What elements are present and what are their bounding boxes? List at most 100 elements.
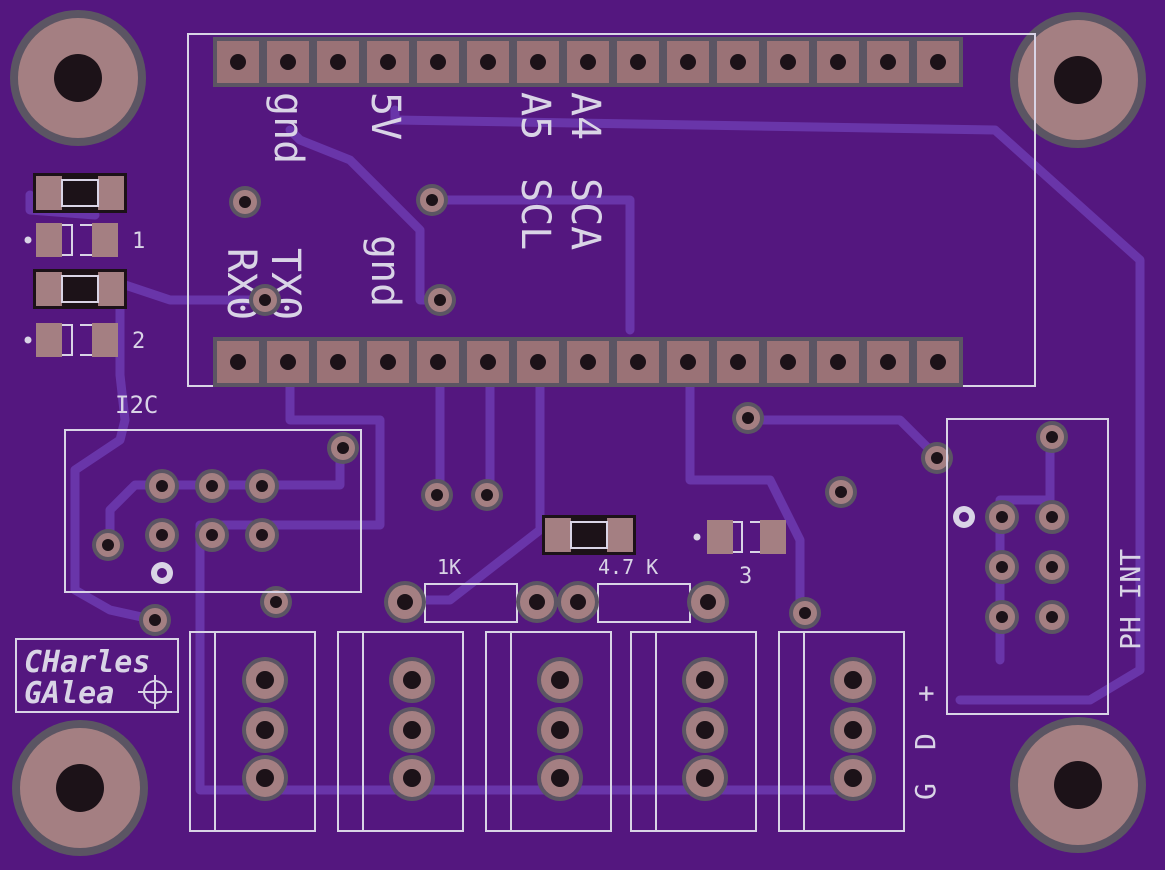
smd-led-3 [693,520,786,554]
header-bottom-pin-1 [217,341,259,383]
header-bottom-pin-15 [917,341,959,383]
label-gnd-mid: gnd [362,235,408,307]
i2c-pin-2 [195,469,229,503]
header-bottom-pin-2 [267,341,309,383]
label-plus: + [909,685,942,702]
header-bottom-row [213,337,963,387]
label-gnd-top: gnd [265,92,311,164]
header-bottom-pin-8 [567,341,609,383]
header-bottom-pin-7 [517,341,559,383]
header-bottom-pin-5 [417,341,459,383]
header-bottom-pin-6 [467,341,509,383]
label-scl: SCL [512,178,558,250]
label-led-3: 3 [739,564,752,589]
via-5 [732,402,764,434]
terminal-block-5 [778,631,905,832]
header-top-pin-5 [417,41,459,83]
header-top-pin-11 [717,41,759,83]
i2c-pin-6 [245,518,279,552]
resistor-pad-2 [516,581,558,623]
header-bottom-pin-14 [867,341,909,383]
ph-pin-4 [1035,550,1069,584]
traces [25,105,1145,795]
terminal-block-2 [337,631,464,832]
terminal-3-pin-2 [537,707,583,753]
header-bottom-pin-11 [717,341,759,383]
header-top-row [213,37,963,87]
terminal-1-pin-1 [242,657,288,703]
header-top-pin-8 [567,41,609,83]
terminal-4-pin-1 [682,657,728,703]
i2c-pin-1 [145,469,179,503]
label-i2c: I2C [115,391,158,419]
label-d: D [909,733,942,750]
ph-int-connector-outline [946,418,1109,715]
via-11 [471,479,503,511]
logo-line-2: GAlea [24,676,114,711]
terminal-3-pin-1 [537,657,583,703]
label-a4: A4 [562,92,608,140]
resistor-pad-1 [384,581,426,623]
header-bottom-pin-12 [767,341,809,383]
terminal-2-pin-1 [389,657,435,703]
header-bottom-pin-13 [817,341,859,383]
mounting-hole-top-left [10,10,146,146]
header-top-pin-7 [517,41,559,83]
via-2 [416,184,448,216]
label-led-1: 1 [132,229,145,254]
terminal-5-pin-1 [830,657,876,703]
resistor-pad-3 [557,581,599,623]
label-a5: A5 [512,92,558,140]
terminal-4-pin-3 [682,755,728,801]
terminal-block-1 [189,631,316,832]
label-led-2: 2 [132,329,145,354]
via-10 [421,479,453,511]
ph-pin-6 [1035,600,1069,634]
i2c-pin-4 [145,518,179,552]
via-6 [327,432,359,464]
via-15 [789,597,821,629]
header-bottom-pin-9 [617,341,659,383]
logo-line-1: CHarles [24,645,150,680]
label-g: G [909,783,942,800]
header-bottom-pin-10 [667,341,709,383]
terminal-5-pin-3 [830,755,876,801]
ph-pin-3 [985,550,1019,584]
via-14 [260,586,292,618]
header-top-pin-15 [917,41,959,83]
label-5v: 5V [362,92,408,140]
header-top-pin-14 [867,41,909,83]
logo-crosshair-icon [138,675,172,709]
mounting-hole-top-right [1010,12,1146,148]
label-resistor-1k: 1K [437,555,461,579]
ph-pin-2 [1035,500,1069,534]
terminal-1-pin-2 [242,707,288,753]
terminal-block-3 [485,631,612,832]
terminal-block-4 [630,631,757,832]
header-top-pin-9 [617,41,659,83]
terminal-1-pin-3 [242,755,288,801]
header-top-pin-4 [367,41,409,83]
via-1 [229,186,261,218]
terminal-2-pin-2 [389,707,435,753]
smd-led-1 [24,223,118,257]
via-12 [92,529,124,561]
resistor-pads [384,581,729,623]
via-4 [424,284,456,316]
smd-led-2 [24,323,118,357]
resistor-pad-4 [687,581,729,623]
label-resistor-4-7k: 4.7 K [598,555,658,579]
header-top-pin-3 [317,41,359,83]
via-8 [1036,421,1068,453]
mounting-holes [10,10,1146,856]
label-ph-int: PH INT [1114,549,1147,650]
header-top-pin-10 [667,41,709,83]
i2c-pin-5 [195,518,229,552]
via-7 [921,442,953,474]
ph-int-connector-pads [985,500,1069,634]
header-top-pin-6 [467,41,509,83]
header-top-pin-13 [817,41,859,83]
